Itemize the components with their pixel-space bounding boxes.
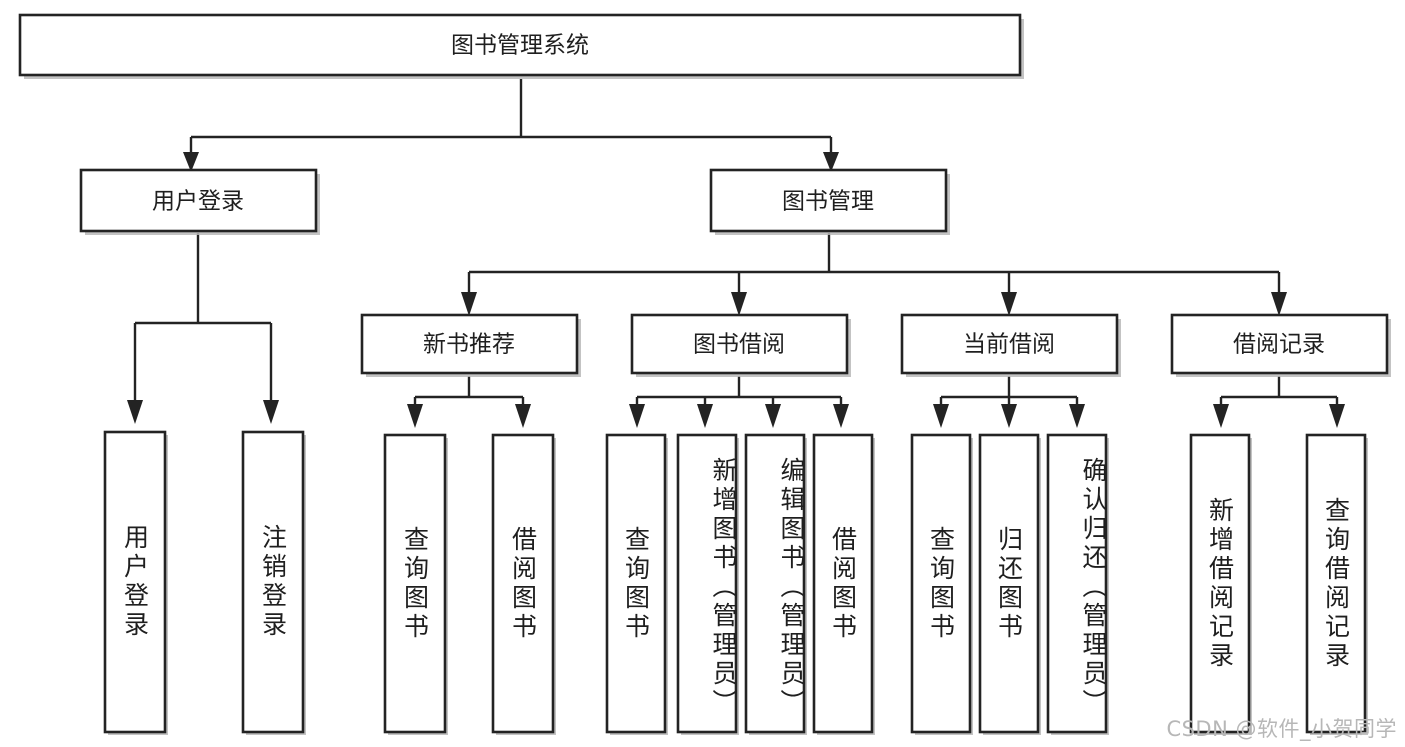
node-user-login-rect bbox=[79, 168, 318, 233]
leaf-node-borrow-record-2[interactable] bbox=[1305, 433, 1368, 735]
arrowhead-cb-leaf-1 bbox=[933, 404, 949, 428]
node-book-management-rect bbox=[709, 168, 948, 233]
arrowhead-leaf-user-login-1 bbox=[127, 400, 143, 424]
arrowhead-user-login bbox=[183, 152, 199, 172]
leaf-rect bbox=[605, 433, 667, 734]
node-user-login-label: 用户登录 bbox=[152, 189, 244, 215]
node-root-rect bbox=[18, 13, 1022, 77]
leaf-node-book-borrow-3[interactable] bbox=[744, 433, 807, 735]
arrowhead-bb-leaf-4 bbox=[833, 404, 849, 428]
leaf-rect bbox=[1046, 433, 1108, 734]
leaf-rect bbox=[1189, 433, 1251, 734]
node-book-management-label: 图书管理 bbox=[782, 189, 874, 215]
leaf-rect bbox=[103, 430, 167, 734]
leaf-node-book-borrow-1[interactable] bbox=[605, 433, 668, 735]
leaf-rect bbox=[910, 433, 972, 734]
node-book-borrow[interactable]: 图书借阅 bbox=[630, 313, 851, 377]
leaf-node-user-login-1[interactable] bbox=[103, 430, 168, 735]
leaf-rect bbox=[978, 433, 1040, 734]
node-current-borrow[interactable]: 当前借阅 bbox=[900, 313, 1121, 377]
leaf-node-borrow-record-1[interactable] bbox=[1189, 433, 1252, 735]
leaf-rect bbox=[744, 433, 806, 734]
arrowhead-nb-leaf-1 bbox=[407, 404, 423, 428]
node-new-book-recommend[interactable]: 新书推荐 bbox=[360, 313, 581, 377]
node-user-login[interactable]: 用户登录 bbox=[79, 168, 320, 235]
leaf-node-current-borrow-2[interactable] bbox=[978, 433, 1041, 735]
leaf-rect bbox=[383, 433, 447, 734]
arrowhead-cb-leaf-2 bbox=[1001, 404, 1017, 428]
node-book-borrow-rect bbox=[630, 313, 849, 375]
arrowhead-book-mgmt bbox=[823, 152, 839, 172]
leaf-node-user-login-2[interactable] bbox=[241, 430, 306, 735]
arrowhead-br-leaf-2 bbox=[1329, 404, 1345, 428]
arrowhead-leaf-user-login-2 bbox=[263, 400, 279, 424]
connector-group bbox=[127, 79, 1345, 428]
node-root-label: 图书管理系统 bbox=[451, 33, 589, 59]
arrowhead-cb-leaf-3 bbox=[1069, 404, 1085, 428]
leaf-node-current-borrow-1[interactable] bbox=[910, 433, 973, 735]
arrowhead-bb-leaf-2 bbox=[697, 404, 713, 428]
arrowhead-bb-leaf-1 bbox=[629, 404, 645, 428]
leaf-node-book-borrow-4[interactable] bbox=[812, 433, 875, 735]
arrowhead-book-borrow bbox=[731, 292, 747, 316]
arrowhead-current-borrow bbox=[1001, 292, 1017, 316]
node-book-management[interactable]: 图书管理 bbox=[709, 168, 950, 235]
arrowhead-new-book bbox=[461, 292, 477, 316]
node-borrow-record-label: 借阅记录 bbox=[1233, 332, 1325, 358]
leaf-rect bbox=[1305, 433, 1367, 734]
node-borrow-record[interactable]: 借阅记录 bbox=[1170, 313, 1391, 377]
node-borrow-record-rect bbox=[1170, 313, 1389, 375]
leaf-node-book-borrow-2[interactable] bbox=[676, 433, 739, 735]
leaf-rect bbox=[241, 430, 305, 734]
arrowhead-borrow-record bbox=[1271, 292, 1287, 316]
arrowhead-bb-leaf-3 bbox=[765, 404, 781, 428]
leaf-rect bbox=[676, 433, 738, 734]
arrowhead-nb-leaf-2 bbox=[515, 404, 531, 428]
node-root[interactable]: 图书管理系统 bbox=[18, 13, 1024, 79]
leaf-node-current-borrow-3[interactable] bbox=[1046, 433, 1109, 735]
node-book-borrow-label: 图书借阅 bbox=[693, 332, 785, 358]
node-new-book-recommend-label: 新书推荐 bbox=[423, 332, 515, 358]
node-new-book-recommend-rect bbox=[360, 313, 579, 375]
leaf-rect bbox=[812, 433, 874, 734]
arrowhead-br-leaf-1 bbox=[1213, 404, 1229, 428]
node-current-borrow-label: 当前借阅 bbox=[963, 332, 1055, 358]
leaf-node-new-book-2[interactable] bbox=[491, 433, 556, 735]
watermark: CSDN @软件_小贺同学 bbox=[1166, 717, 1397, 741]
leaf-rect bbox=[491, 433, 555, 734]
leaf-node-new-book-1[interactable] bbox=[383, 433, 448, 735]
node-current-borrow-rect bbox=[900, 313, 1119, 375]
